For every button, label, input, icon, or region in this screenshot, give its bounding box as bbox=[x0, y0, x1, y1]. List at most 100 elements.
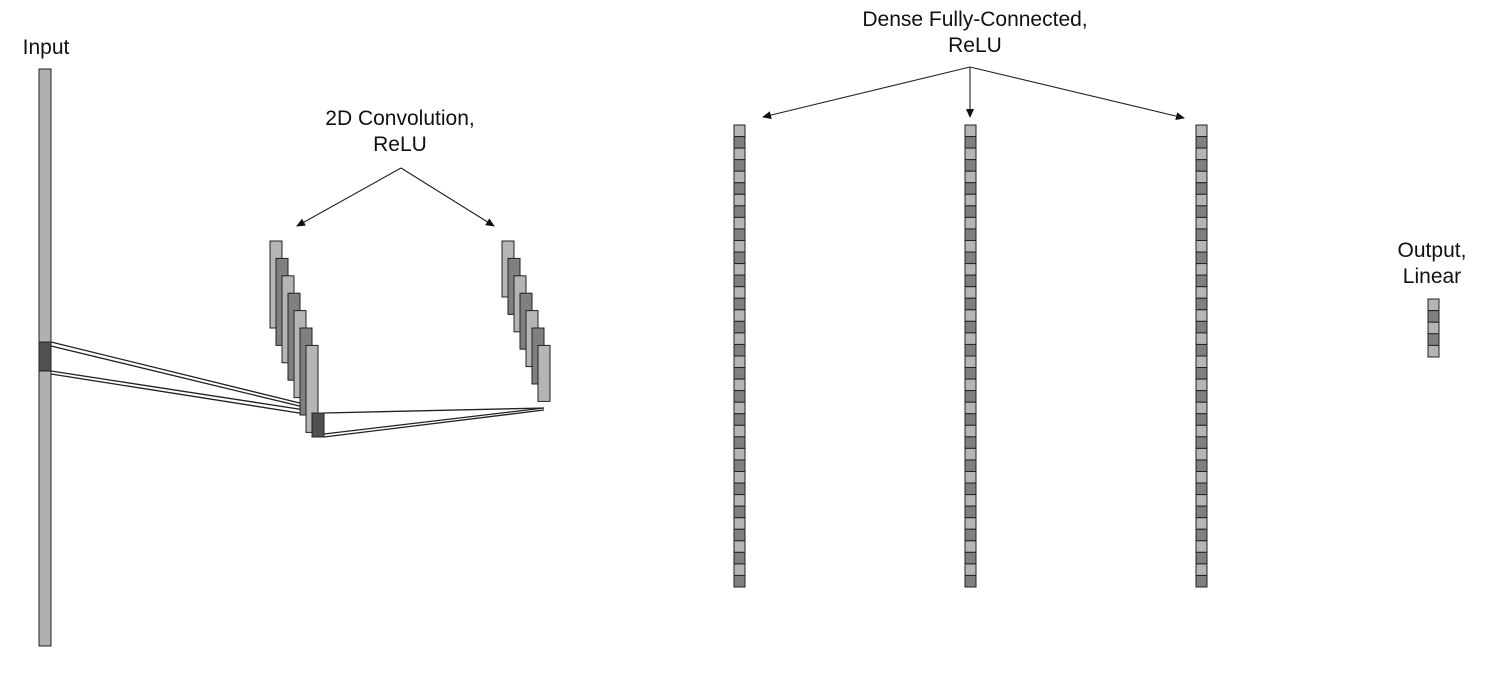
dense-layer-3-unit bbox=[1195, 124, 1208, 138]
output-label-line-1: Output, bbox=[1397, 239, 1467, 262]
dense-layer-2-unit bbox=[964, 240, 977, 253]
dense-layer-1-unit bbox=[733, 159, 746, 172]
conv-layer-1-receptive-field bbox=[311, 412, 325, 438]
dense-layer-1-unit bbox=[733, 447, 746, 461]
dense-layer-2-unit bbox=[964, 147, 977, 161]
dense-layer-1-unit bbox=[733, 343, 746, 357]
dense-layer-3-unit bbox=[1195, 343, 1208, 357]
dense-layer-2-unit bbox=[964, 355, 977, 369]
dense-layer-3-unit bbox=[1195, 297, 1208, 311]
dense-layer-3-unit bbox=[1195, 309, 1208, 322]
dense-layer-2-unit bbox=[964, 251, 977, 265]
dense-layer-2-unit bbox=[964, 205, 977, 218]
conv-label-line-1: 2D Convolution, bbox=[325, 107, 475, 130]
output-unit bbox=[1427, 298, 1440, 312]
dense-layer-3-unit bbox=[1195, 563, 1208, 576]
dense-layer-3-unit bbox=[1195, 494, 1208, 507]
dense-arrow-right bbox=[969, 66, 1185, 121]
dense-layer-1-unit bbox=[733, 540, 746, 553]
dense-layer-2-unit bbox=[964, 136, 977, 149]
connection-line bbox=[323, 407, 545, 435]
dense-layer-1-unit bbox=[733, 240, 746, 253]
dense-layer-1-unit bbox=[733, 471, 746, 484]
dense-layer-3-unit bbox=[1195, 205, 1208, 218]
dense-layer-3-unit bbox=[1195, 355, 1208, 369]
dense-arrow-left bbox=[762, 66, 971, 120]
dense-layer-2-unit bbox=[964, 170, 977, 184]
dense-layer-1-unit bbox=[733, 424, 746, 438]
dense-layer-3-unit bbox=[1195, 378, 1208, 392]
dense-layer-3-unit bbox=[1195, 216, 1208, 230]
dense-layer-1-unit bbox=[733, 436, 746, 449]
dense-layer-1-unit bbox=[733, 332, 746, 345]
dense-layer-3-unit bbox=[1195, 517, 1208, 530]
dense-layer-1-unit bbox=[733, 228, 746, 241]
dense-layer-2-unit bbox=[964, 424, 977, 438]
dense-layer-3-unit bbox=[1195, 170, 1208, 184]
dense-layer-2-unit bbox=[964, 574, 977, 588]
connection-line bbox=[50, 373, 319, 417]
conv-layer-2-channel bbox=[537, 344, 551, 402]
conv-label-line-2: ReLU bbox=[373, 133, 427, 156]
dense-layer-2-unit bbox=[964, 517, 977, 530]
dense-layer-3-unit bbox=[1195, 136, 1208, 149]
dense-layer-2-unit bbox=[964, 343, 977, 357]
dense-layer-1-unit bbox=[733, 563, 746, 576]
dense-layer-2-unit bbox=[964, 505, 977, 519]
dense-layer-1-unit bbox=[733, 401, 746, 415]
output-unit bbox=[1427, 310, 1440, 323]
output-unit bbox=[1427, 333, 1440, 346]
dense-layer-2-unit bbox=[964, 563, 977, 576]
dense-layer-1-unit bbox=[733, 193, 746, 207]
dense-layer-1-unit bbox=[733, 320, 746, 334]
dense-layer-3-unit bbox=[1195, 228, 1208, 241]
connection-line bbox=[50, 341, 317, 408]
dense-layer-2-unit bbox=[964, 332, 977, 345]
dense-layer-3-unit bbox=[1195, 482, 1208, 496]
dense-layer-1-unit bbox=[733, 355, 746, 369]
dense-layer-1-unit bbox=[733, 147, 746, 161]
dense-layer-1-unit bbox=[733, 309, 746, 322]
dense-layer-1-unit bbox=[733, 251, 746, 265]
connection-line bbox=[323, 407, 545, 414]
dense-layer-1-unit bbox=[733, 124, 746, 138]
dense-layer-1-unit bbox=[733, 286, 746, 299]
dense-layer-1-unit bbox=[733, 182, 746, 195]
dense-layer-1-unit bbox=[733, 216, 746, 230]
dense-layer-2-unit bbox=[964, 447, 977, 461]
dense-layer-3-unit bbox=[1195, 193, 1208, 207]
dense-label: Dense Fully-Connected, ReLU bbox=[825, 7, 1125, 59]
dense-label-line-1: Dense Fully-Connected, bbox=[862, 8, 1088, 31]
dense-layer-2-unit bbox=[964, 228, 977, 241]
dense-layer-3-unit bbox=[1195, 147, 1208, 161]
dense-layer-3-unit bbox=[1195, 367, 1208, 380]
dense-layer-3-unit bbox=[1195, 424, 1208, 438]
conv-label: 2D Convolution, ReLU bbox=[300, 106, 500, 158]
dense-layer-3-unit bbox=[1195, 436, 1208, 449]
dense-layer-2-unit bbox=[964, 459, 977, 473]
dense-layer-3-unit bbox=[1195, 159, 1208, 172]
dense-layer-1-unit bbox=[733, 205, 746, 218]
dense-layer-2-unit bbox=[964, 528, 977, 542]
dense-layer-2-unit bbox=[964, 436, 977, 449]
dense-layer-3-unit bbox=[1195, 528, 1208, 542]
dense-layer-2-unit bbox=[964, 390, 977, 403]
output-label-line-2: Linear bbox=[1402, 265, 1462, 288]
dense-layer-3-unit bbox=[1195, 540, 1208, 553]
dense-layer-2-unit bbox=[964, 216, 977, 230]
dense-layer-2-unit bbox=[964, 320, 977, 334]
dense-layer-3-unit bbox=[1195, 332, 1208, 345]
dense-layer-3-unit bbox=[1195, 401, 1208, 415]
output-label: Output, Linear bbox=[1380, 238, 1484, 290]
dense-layer-2-unit bbox=[964, 193, 977, 207]
dense-layer-3-unit bbox=[1195, 390, 1208, 403]
dense-layer-3-unit bbox=[1195, 413, 1208, 426]
dense-layer-1-unit bbox=[733, 367, 746, 380]
dense-layer-3-unit bbox=[1195, 251, 1208, 265]
connection-line bbox=[50, 370, 319, 413]
dense-layer-3-unit bbox=[1195, 240, 1208, 253]
dense-layer-1-unit bbox=[733, 505, 746, 519]
dense-layer-3-unit bbox=[1195, 447, 1208, 461]
dense-layer-2-unit bbox=[964, 297, 977, 311]
dense-layer-1-unit bbox=[733, 574, 746, 588]
